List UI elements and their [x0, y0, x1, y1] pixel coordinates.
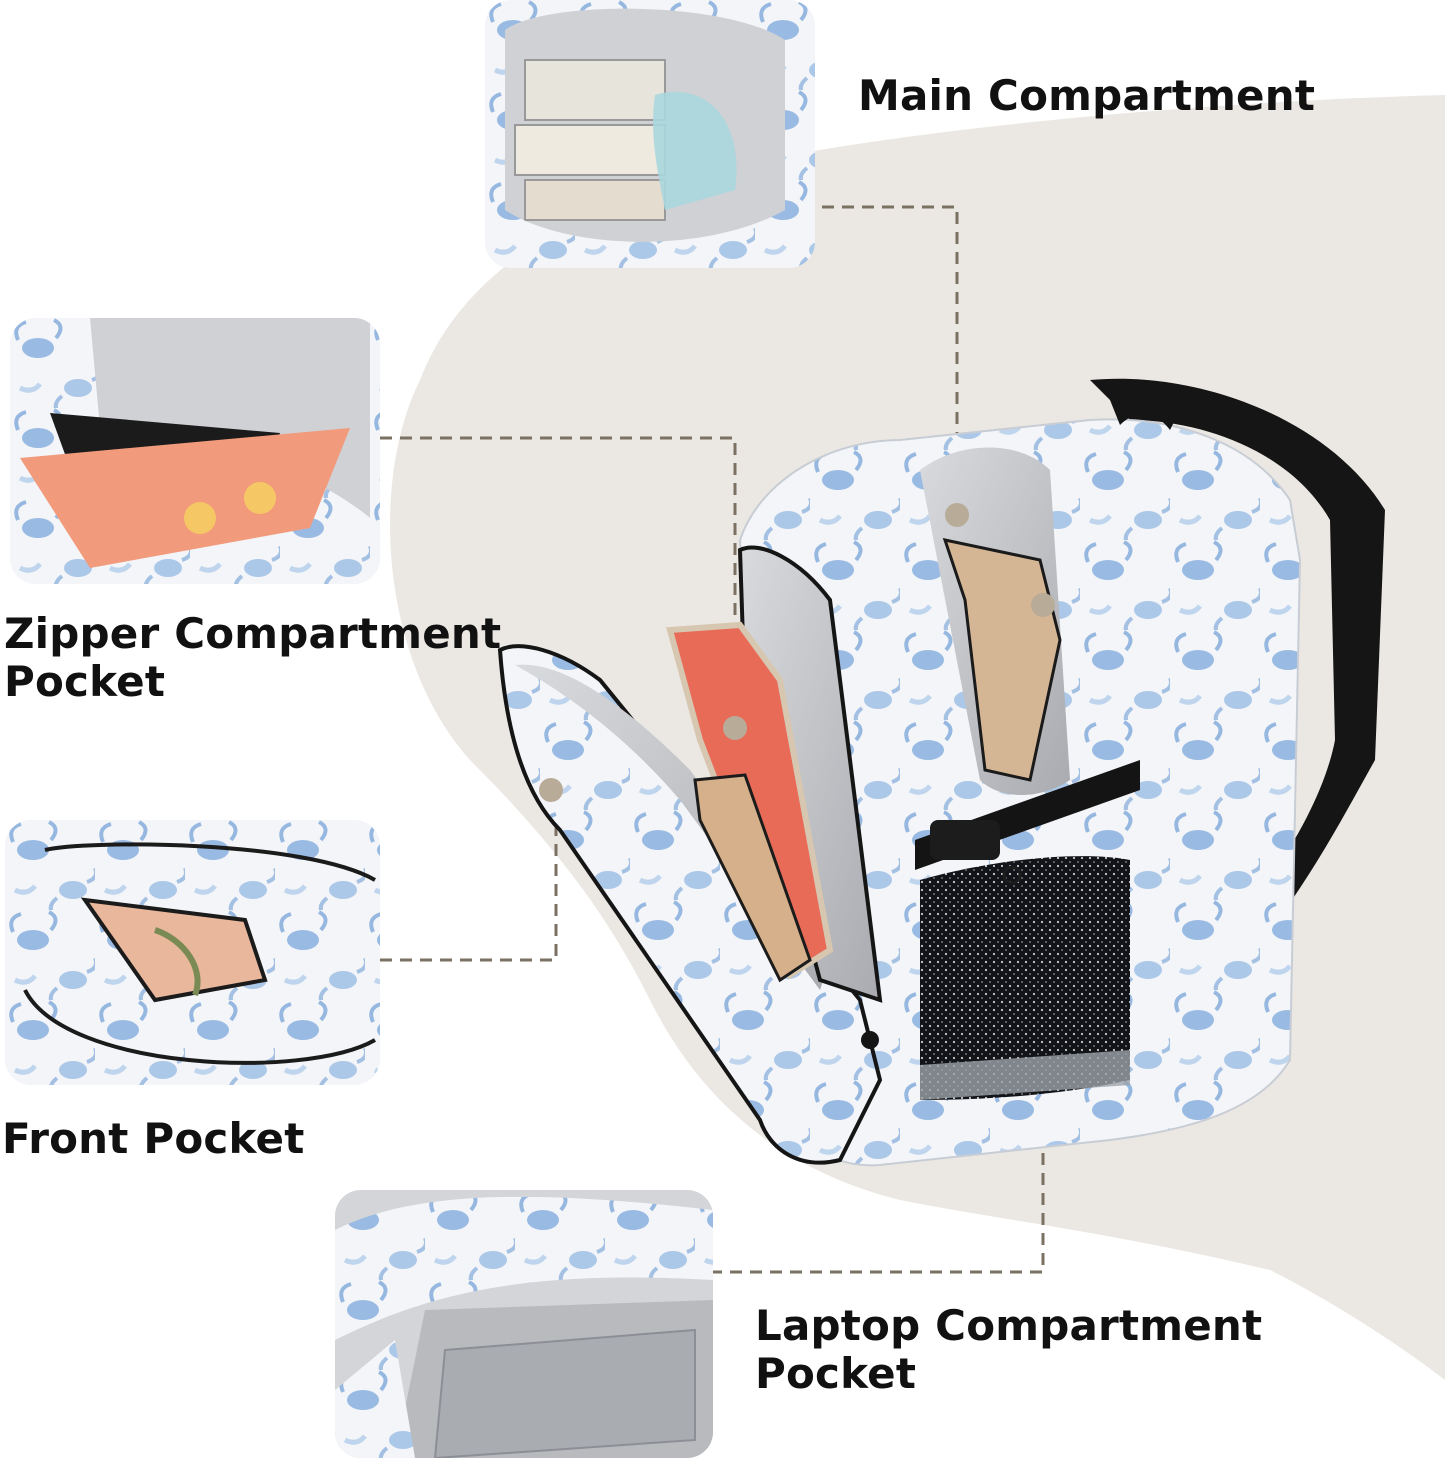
label-zipper-compartment-pocket: Zipper Compartment Pocket [4, 609, 502, 706]
zipper-compartment-thumbnail [10, 318, 380, 584]
label-main-compartment: Main Compartment [858, 71, 1316, 120]
laptop-compartment-thumbnail [335, 1190, 713, 1458]
label-front-pocket: Front Pocket [2, 1114, 305, 1163]
front-pocket-thumbnail [5, 820, 380, 1085]
label-laptop-compartment-pocket: Laptop Compartment Pocket [755, 1301, 1263, 1398]
main-compartment-thumbnail [485, 0, 815, 268]
